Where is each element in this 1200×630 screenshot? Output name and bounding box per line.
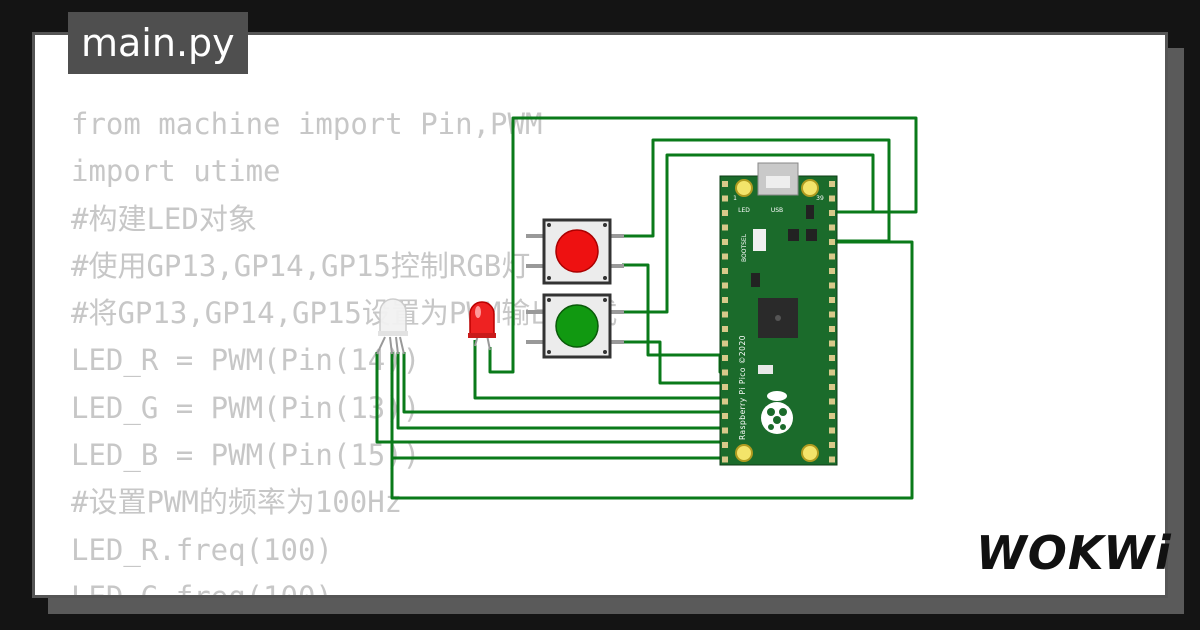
gpio-pin[interactable]	[829, 181, 835, 187]
code-line: #使用GP13,GP14,GP15控制RGB灯	[71, 248, 531, 283]
code-line: #设置PWM的频率为100Hz	[71, 485, 403, 520]
gpio-pin[interactable]	[722, 427, 728, 434]
code-line: #构建LED对象	[71, 201, 257, 236]
wire-rgb-g	[402, 352, 733, 414]
mount-hole-icon	[735, 179, 753, 197]
led-label: LED	[738, 207, 750, 214]
gpio-pin[interactable]	[722, 442, 728, 448]
wire-rgb-b	[375, 352, 733, 444]
gpio-pin[interactable]	[722, 268, 728, 274]
wire-led-gnd	[473, 340, 733, 400]
pico-board[interactable]: USB LED 1 39 BOOTSEL Raspberry Pi Pico ©…	[719, 162, 838, 466]
gpio-pin[interactable]	[829, 253, 835, 260]
chip-icon	[806, 229, 817, 241]
wire-rgb-gnd-loop	[390, 240, 914, 500]
gpio-pin[interactable]	[829, 355, 835, 361]
gpio-pin[interactable]	[829, 224, 835, 231]
wires	[375, 116, 918, 500]
gpio-pin[interactable]	[722, 413, 728, 419]
red-led[interactable]	[468, 301, 496, 351]
flash-chip-icon	[758, 365, 773, 374]
bootsel-label: BOOTSEL	[741, 233, 748, 262]
gpio-pin[interactable]	[722, 340, 728, 347]
gpio-pin[interactable]	[829, 311, 835, 318]
button-cap-icon	[555, 229, 599, 273]
gpio-pin[interactable]	[722, 355, 728, 361]
button-red[interactable]	[526, 218, 624, 285]
gpio-pin[interactable]	[722, 456, 728, 463]
gpio-pin[interactable]	[722, 210, 728, 216]
gpio-pin[interactable]	[722, 369, 728, 376]
usb-label: USB	[771, 207, 783, 214]
mount-hole-icon	[801, 444, 819, 462]
code-preview: from machine import Pin,PWM import utime #…	[71, 101, 617, 598]
chip-icon	[806, 205, 814, 219]
gpio-pin[interactable]	[722, 253, 728, 260]
code-line: LED_G.freq(100)	[71, 579, 333, 598]
pin-1-label: 1	[733, 195, 737, 202]
gpio-pin[interactable]	[829, 326, 835, 332]
gpio-pin[interactable]	[722, 398, 728, 405]
led-body-icon	[379, 298, 407, 335]
code-line: LED_G = PWM(Pin(13))	[71, 390, 421, 425]
mount-hole-icon	[735, 444, 753, 462]
led-body-icon	[469, 301, 495, 337]
chip-icon	[751, 273, 760, 287]
board-name-label: Raspberry Pi Pico ©2020	[738, 335, 747, 440]
code-line: import utime	[71, 154, 281, 189]
code-line: LED_R = PWM(Pin(14))	[71, 343, 421, 378]
gpio-pin[interactable]	[829, 282, 835, 289]
chip-mark-icon	[775, 315, 781, 321]
usb-port-icon	[766, 176, 790, 188]
raspberry-logo-icon	[761, 391, 793, 434]
wokwi-logo: WOKWi	[976, 526, 1172, 580]
gpio-pin[interactable]	[829, 398, 835, 405]
gpio-pin[interactable]	[829, 413, 835, 419]
gpio-pin[interactable]	[722, 195, 728, 202]
file-tab[interactable]: main.py	[68, 12, 248, 74]
gpio-pin[interactable]	[829, 369, 835, 376]
gpio-pin[interactable]	[722, 297, 728, 303]
gpio-pin[interactable]	[829, 268, 835, 274]
gpio-pin[interactable]	[829, 239, 835, 245]
gpio-pin[interactable]	[722, 239, 728, 245]
wire-led-to-board	[488, 116, 918, 374]
code-line: LED_B = PWM(Pin(15))	[71, 438, 421, 473]
gpio-pin[interactable]	[829, 456, 835, 463]
gpio-pin[interactable]	[829, 427, 835, 434]
gpio-pin[interactable]	[829, 442, 835, 448]
gpio-pin[interactable]	[829, 297, 835, 303]
code-line: LED_R.freq(100)	[71, 532, 333, 567]
button-cap-icon	[555, 304, 599, 348]
code-line: from machine import Pin,PWM	[71, 107, 543, 141]
chip-icon	[788, 229, 799, 241]
gpio-pin[interactable]	[722, 326, 728, 332]
bootsel-button[interactable]	[753, 229, 766, 251]
gpio-pin[interactable]	[722, 282, 728, 289]
pin-39-label: 39	[816, 195, 824, 202]
wire-rgb-r	[396, 352, 733, 430]
wire-button-red-b	[622, 263, 733, 374]
gpio-pin[interactable]	[829, 195, 835, 202]
rgb-led[interactable]	[376, 298, 408, 355]
gpio-pin[interactable]	[829, 340, 835, 347]
gpio-pin[interactable]	[722, 181, 728, 187]
gpio-pin[interactable]	[722, 384, 728, 390]
gpio-pin[interactable]	[722, 311, 728, 318]
wire-button-green-a	[622, 153, 875, 314]
gpio-pin[interactable]	[829, 210, 835, 216]
button-green[interactable]	[526, 293, 624, 359]
gpio-pins	[722, 181, 835, 463]
wire-button-green-b	[622, 340, 733, 385]
mount-hole-icon	[801, 179, 819, 197]
gpio-pin[interactable]	[722, 224, 728, 231]
gpio-pin[interactable]	[829, 384, 835, 390]
